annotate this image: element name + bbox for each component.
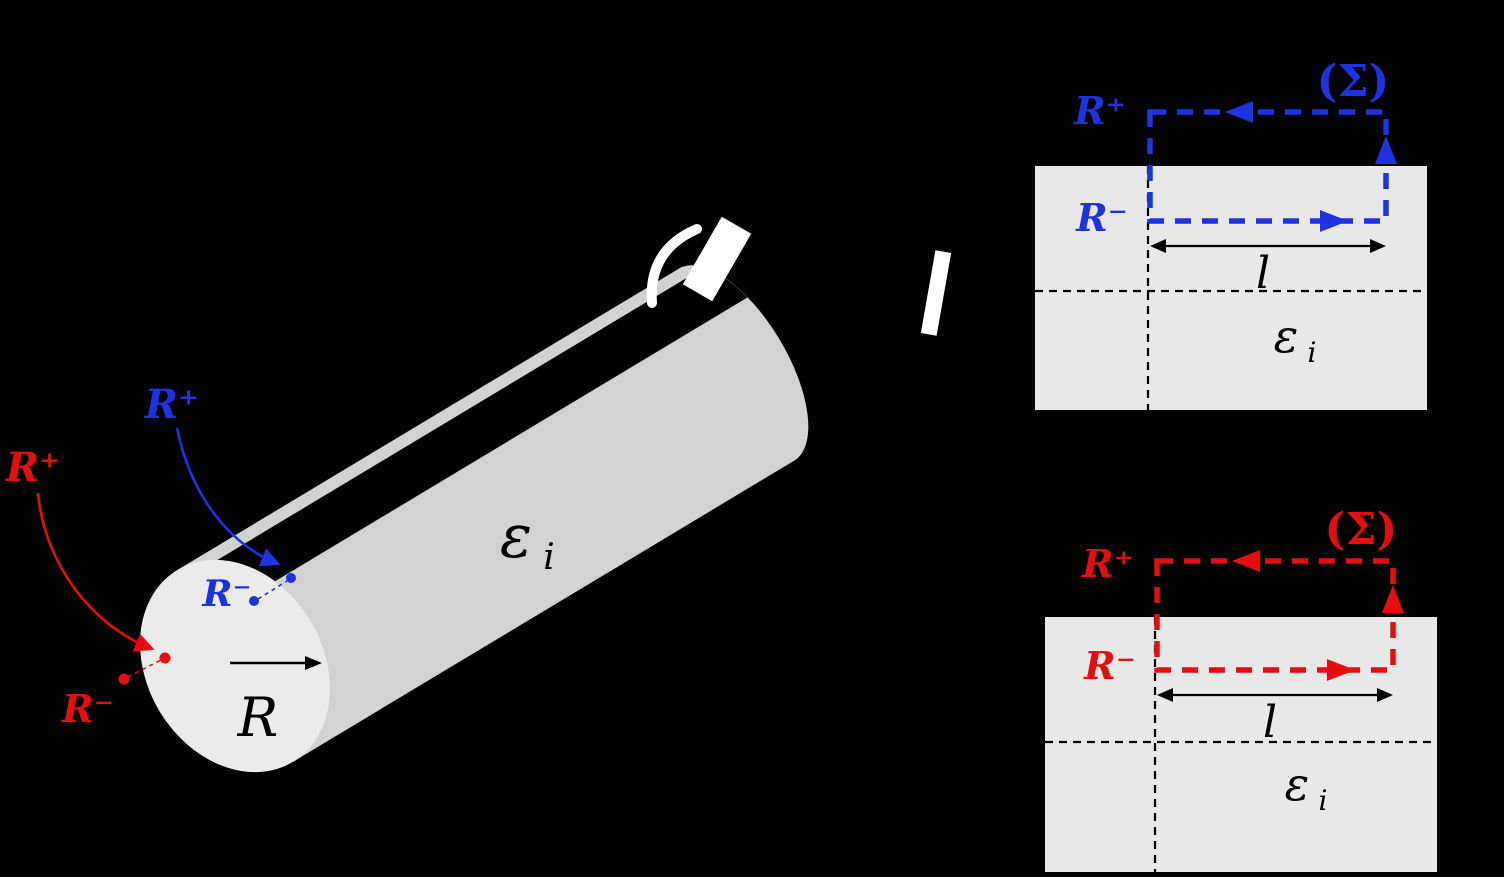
blue-inset-minus-label: R⁻ [1075,195,1128,240]
red-inset-plus-label: R⁺ [1081,541,1134,586]
blue-point-plus-label: R⁺ [144,381,199,428]
blue-inset-epsilon-symbol: ε [1274,309,1299,363]
red-contour-arrow-right [1382,585,1404,613]
cylinder-side [177,265,809,763]
white-annotation-bar [682,216,752,302]
red-contour-rect [1154,558,1396,673]
red-length-label: l [1263,697,1277,748]
red-point-inner-dot [159,652,171,664]
red-point-minus-label: R⁻ [61,686,114,731]
blue-contour-arrow-top [1225,101,1253,123]
cylinder-front-face [140,559,330,773]
blue-point-plus-arrow [175,427,281,567]
blue-length-arrow-right-head [1370,239,1386,253]
red-length-arrow-right-head [1377,688,1393,702]
cylinder-surface-stripe [216,267,748,582]
red-contour-sigma-label: (Σ) [1325,504,1398,555]
blue-inset-slab [1035,166,1427,410]
blue-contour-arrow-bottom [1320,210,1348,232]
red-inset-epsilon-sub: i [1319,784,1328,817]
blue-inset-epsilon-sub: i [1308,336,1317,369]
white-annotation-tick [920,250,952,336]
blue-inset-plus-label: R⁺ [1073,88,1126,133]
blue-contour-arrow-right [1375,136,1397,164]
blue-point-inner-dot [286,573,296,583]
red-inset-epsilon-symbol: ε [1285,757,1310,811]
blue-pair-connector [257,580,288,600]
blue-contour-rect [1147,109,1389,224]
red-pair-connector [127,659,162,678]
cylinder-3d [140,265,809,773]
red-inset-slab [1045,617,1437,872]
red-point-plus-label: R⁺ [5,444,60,491]
blue-contour-inset: R⁺ R⁻ (Σ) l ε i [1035,56,1427,410]
white-annotation-arc [646,224,702,308]
red-contour-arrow-bottom [1327,659,1355,681]
red-contour-inset: R⁺ R⁻ (Σ) l ε i [1045,504,1437,872]
cylinder-figure: R ε i R⁺ R⁻ R⁺ R⁻ [5,216,952,773]
blue-length-label: l [1256,248,1270,299]
cylinder-epsilon-sub: i [543,537,555,578]
red-point-plus-arrow [36,492,155,652]
red-length-arrow-left-head [1157,688,1173,702]
blue-point-minus-label: R⁻ [202,573,252,615]
blue-contour-sigma-label: (Σ) [1317,56,1390,107]
red-point-outer-dot [118,673,130,685]
blue-point-outer-dot [249,596,259,606]
red-contour-arrow-top [1232,550,1260,572]
radius-arrow-head [305,656,322,670]
cylinder-epsilon-symbol: ε [500,502,532,572]
radius-label: R [237,686,279,749]
red-inset-minus-label: R⁻ [1083,643,1136,688]
blue-length-arrow-left-head [1150,239,1166,253]
